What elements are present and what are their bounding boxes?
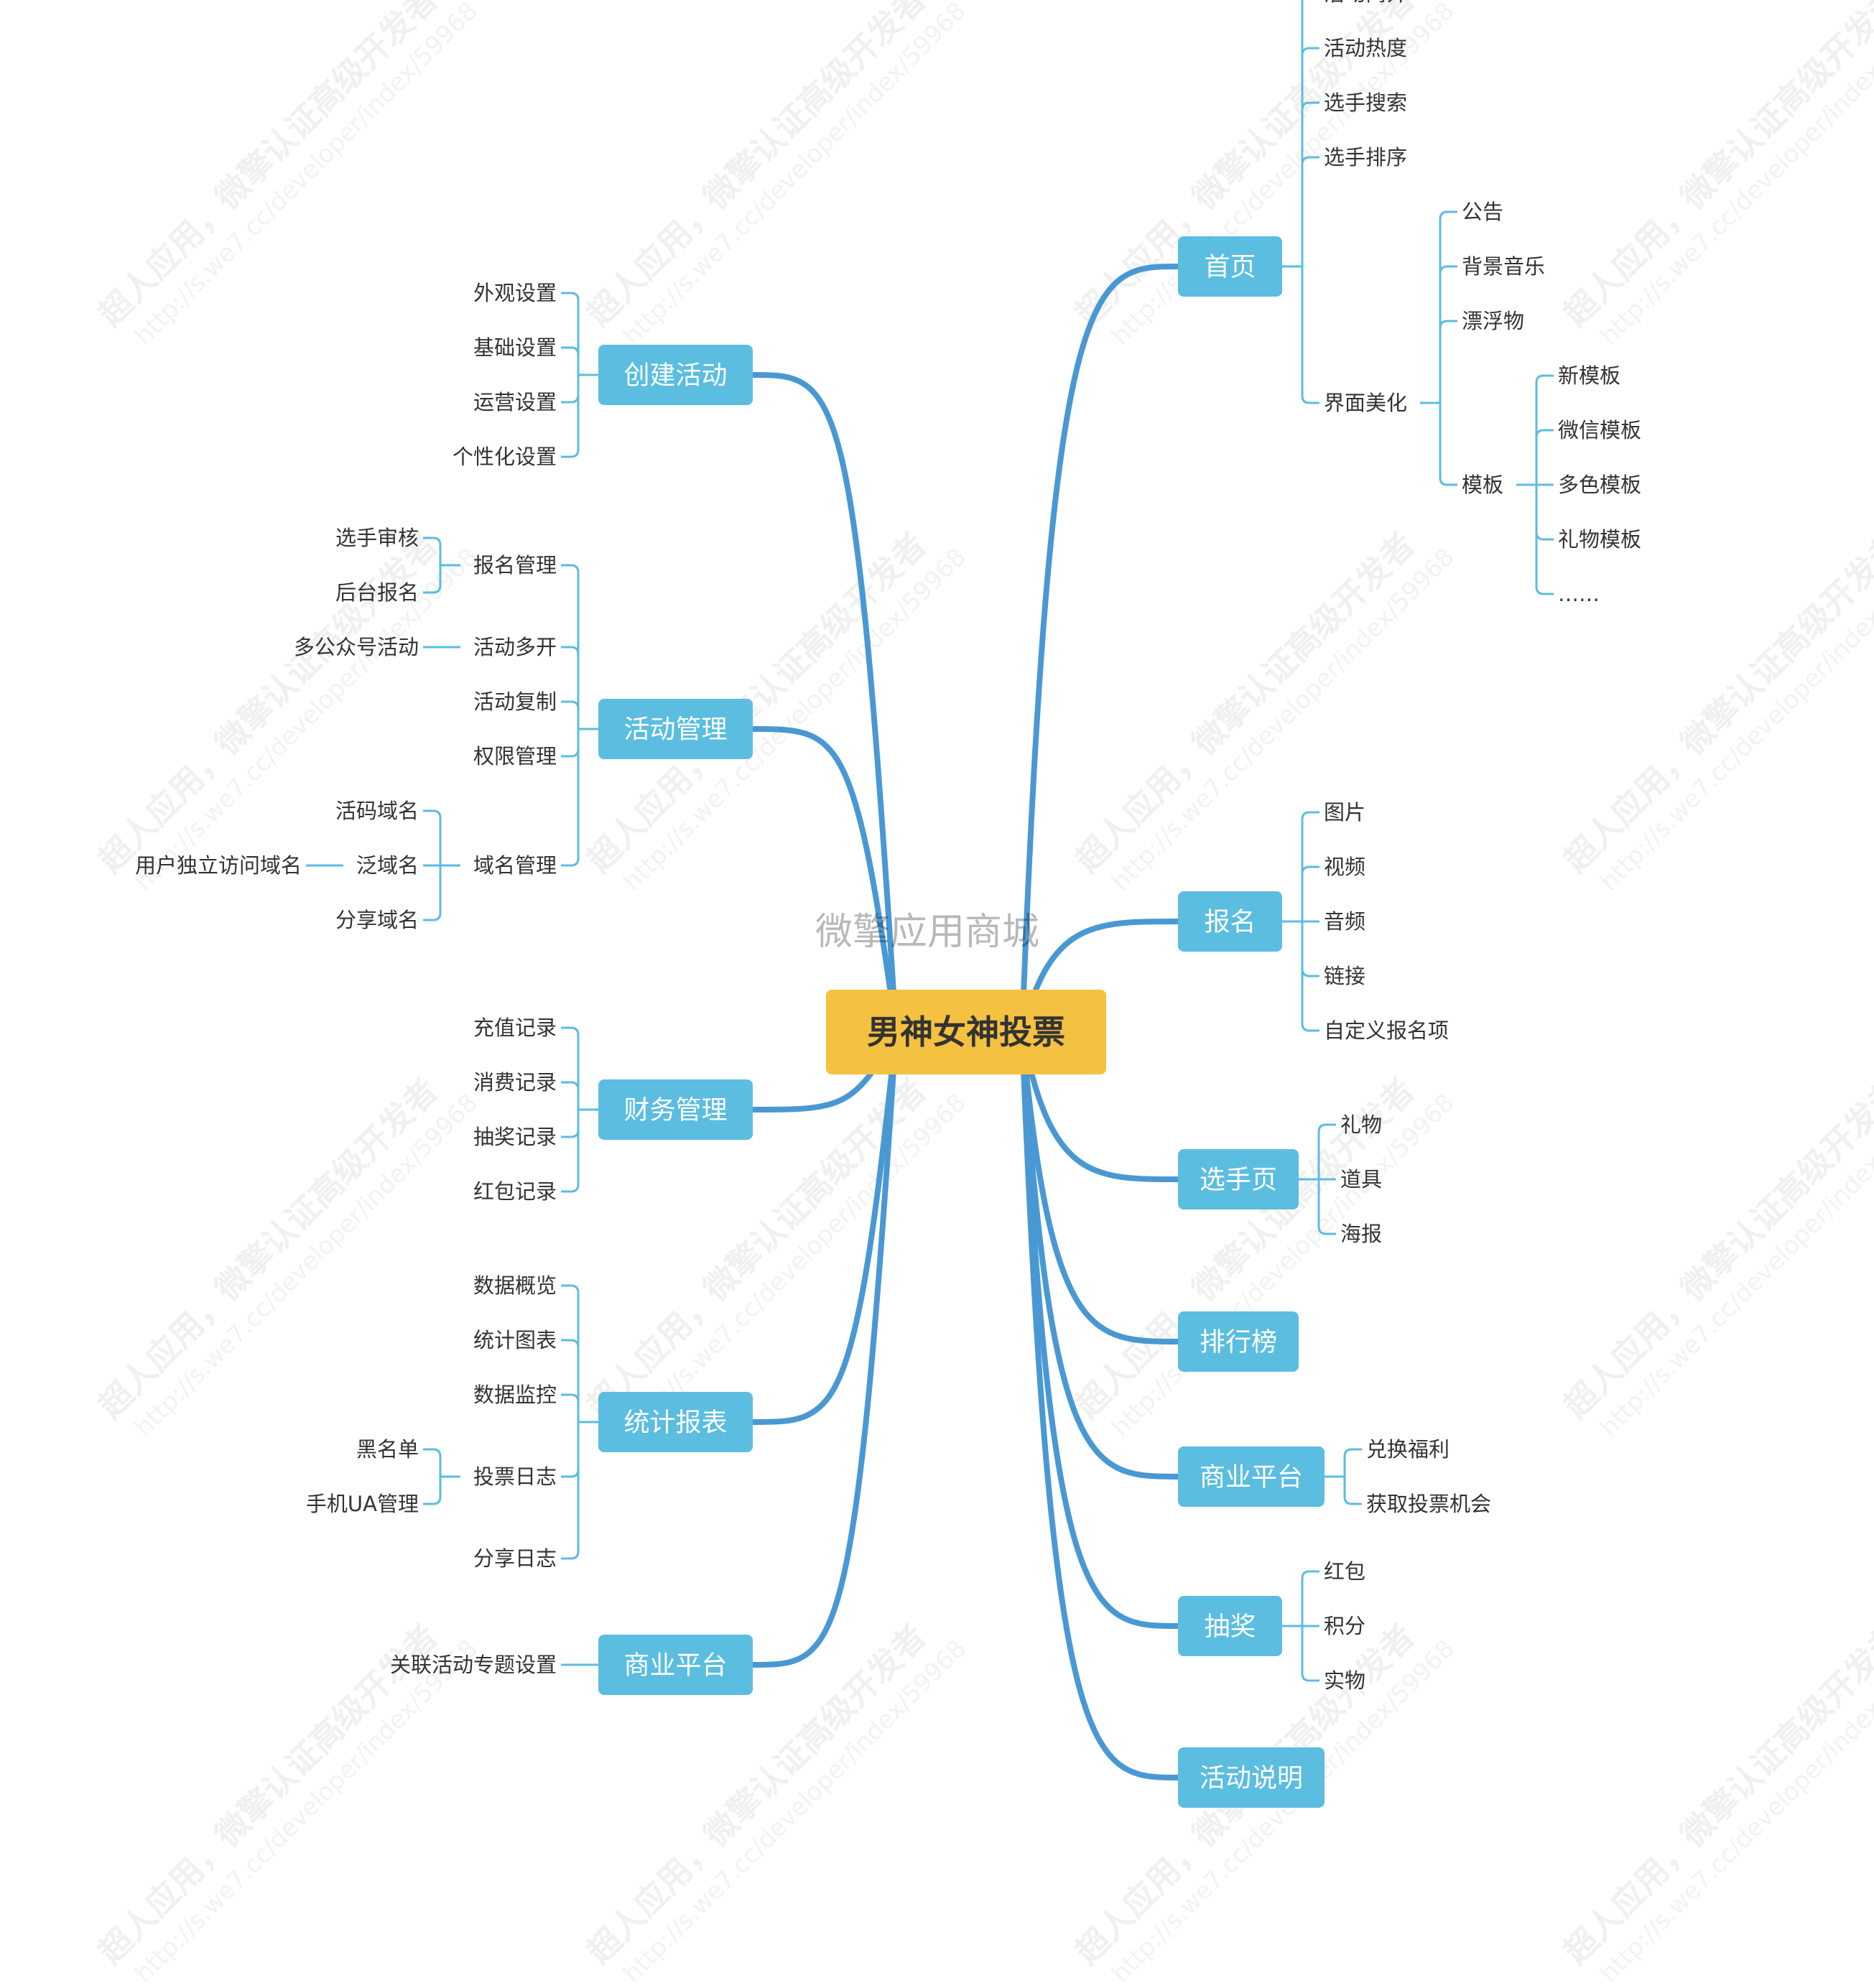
left-3-3-0-leaf: 黑名单	[356, 1437, 419, 1462]
branch-line	[752, 1031, 899, 1668]
left-topic-0-box	[598, 345, 753, 405]
right-1-3-leaf: 链接	[1324, 964, 1365, 988]
right-0-3-leaf: 选手搜索	[1324, 90, 1407, 115]
overlay-watermark-text: 微擎应用商城	[815, 911, 1040, 954]
left-1-4-leaf: 域名管理	[473, 853, 557, 878]
right-topic-5-box	[1178, 1596, 1282, 1656]
left-1-0-leaf: 报名管理	[473, 553, 557, 577]
right-topic-6-label: 活动说明	[1200, 1764, 1303, 1793]
right-topic-1-box	[1178, 891, 1282, 952]
left-topic-0-label: 创建活动	[623, 361, 727, 391]
left-1-0-1-leaf: 后台报名	[335, 580, 419, 605]
right-0-5-1-leaf: 背景音乐	[1462, 254, 1545, 279]
left-4-0-leaf: 关联活动专题设置	[390, 1653, 557, 1677]
left-3-3-leaf: 投票日志	[473, 1464, 557, 1489]
center-node-label: 男神女神投票	[867, 1013, 1065, 1051]
right-1-4-leaf: 自定义报名项	[1324, 1018, 1449, 1043]
right-0-5-3-4-leaf: ……	[1558, 582, 1600, 606]
right-0-1-leaf: 活动简介	[1324, 0, 1407, 6]
branch-line	[1019, 264, 1179, 1033]
right-1-0-leaf: 图片	[1324, 800, 1365, 825]
left-2-0-leaf: 充值记录	[473, 1016, 557, 1040]
left-topic-1-label: 活动管理	[623, 715, 727, 745]
right-topic-2-box	[1178, 1149, 1299, 1209]
left-3-4-leaf: 分享日志	[473, 1546, 557, 1571]
right-0-5-2-leaf: 漂浮物	[1462, 309, 1524, 333]
left-2-2-leaf: 抽奖记录	[473, 1125, 557, 1149]
branch-line	[1019, 1031, 1179, 1344]
right-5-0-leaf: 红包	[1324, 1559, 1365, 1584]
right-5-2-leaf: 实物	[1324, 1668, 1365, 1693]
left-0-3-leaf: 个性化设置	[453, 445, 557, 469]
left-topic-4-label: 商业平台	[623, 1651, 727, 1681]
left-topic-1-box	[598, 699, 753, 759]
branch-line	[1019, 1031, 1179, 1480]
right-topic-4-label: 商业平台	[1200, 1463, 1303, 1492]
left-1-4-0-leaf: 活码域名	[335, 799, 419, 823]
left-1-4-1-0-leaf: 用户独立访问域名	[135, 853, 302, 878]
left-topic-2-box	[598, 1079, 753, 1140]
left-1-4-1-leaf: 泛域名	[356, 853, 419, 878]
right-topic-6-box	[1178, 1747, 1325, 1808]
right-0-5-3-3-leaf: 礼物模板	[1558, 527, 1641, 552]
right-topic-0-box	[1178, 236, 1282, 297]
left-1-0-0-leaf: 选手审核	[335, 526, 419, 550]
center-node-box	[826, 990, 1106, 1074]
right-0-5-0-leaf: 公告	[1462, 200, 1503, 224]
right-4-1-leaf: 获取投票机会	[1366, 1492, 1491, 1516]
left-3-3-1-leaf: 手机UA管理	[306, 1492, 419, 1516]
left-topic-3-box	[598, 1392, 753, 1452]
branch-line	[1019, 1031, 1179, 1780]
branch-line	[752, 372, 899, 1033]
right-topic-2-label: 选手页	[1200, 1166, 1277, 1195]
right-2-2-leaf: 海报	[1340, 1222, 1382, 1246]
left-3-1-leaf: 统计图表	[473, 1328, 557, 1352]
left-0-2-leaf: 运营设置	[473, 390, 557, 414]
branch-line	[1019, 1031, 1179, 1629]
right-2-0-leaf: 礼物	[1340, 1113, 1382, 1137]
branch-line	[752, 726, 899, 1033]
right-1-1-leaf: 视频	[1324, 855, 1365, 879]
right-0-5-3-leaf: 模板	[1462, 473, 1503, 497]
left-0-0-leaf: 外观设置	[473, 281, 557, 305]
right-0-5-3-2-leaf: 多色模板	[1558, 473, 1641, 497]
right-0-4-leaf: 选手排序	[1324, 145, 1407, 169]
right-topic-1-label: 报名	[1204, 908, 1256, 937]
left-2-3-leaf: 红包记录	[473, 1179, 557, 1204]
left-1-3-leaf: 权限管理	[473, 744, 557, 768]
left-1-1-leaf: 活动多开	[473, 635, 557, 659]
right-topic-5-label: 抽奖	[1204, 1612, 1256, 1642]
left-0-1-leaf: 基础设置	[473, 335, 557, 360]
left-topic-3-label: 统计报表	[623, 1408, 727, 1438]
left-3-2-leaf: 数据监控	[473, 1383, 557, 1407]
left-1-4-2-leaf: 分享域名	[335, 908, 419, 932]
right-0-2-leaf: 活动热度	[1324, 36, 1407, 60]
right-0-5-3-1-leaf: 微信模板	[1558, 418, 1641, 442]
right-1-2-leaf: 音频	[1324, 909, 1365, 934]
right-topic-3-box	[1178, 1311, 1299, 1372]
left-topic-2-label: 财务管理	[623, 1096, 727, 1125]
right-topic-4-box	[1178, 1446, 1325, 1507]
left-2-1-leaf: 消费记录	[473, 1070, 557, 1095]
right-topic-0-label: 首页	[1204, 253, 1256, 282]
left-1-2-leaf: 活动复制	[473, 689, 557, 714]
left-1-1-0-leaf: 多公众号活动	[294, 635, 419, 659]
right-5-1-leaf: 积分	[1324, 1614, 1365, 1638]
left-3-0-leaf: 数据概览	[473, 1273, 557, 1298]
right-2-1-leaf: 道具	[1340, 1167, 1382, 1192]
branch-line	[752, 1031, 899, 1425]
right-topic-3-label: 排行榜	[1200, 1328, 1277, 1357]
right-0-5-3-0-leaf: 新模板	[1558, 363, 1620, 388]
branch-line	[1019, 1031, 1179, 1182]
right-4-0-leaf: 兑换福利	[1366, 1437, 1449, 1462]
right-0-5-leaf: 界面美化	[1324, 391, 1407, 415]
left-topic-4-box	[598, 1635, 753, 1695]
